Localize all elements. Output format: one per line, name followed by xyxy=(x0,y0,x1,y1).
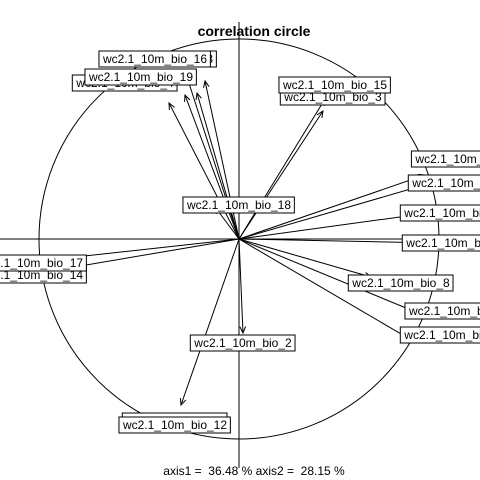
label-box xyxy=(399,326,480,344)
variable-label: wc2.1_10m_bio_12 xyxy=(118,416,231,434)
label-box xyxy=(401,234,480,252)
label-box xyxy=(278,76,391,94)
arrow-shaft xyxy=(238,238,414,342)
label-text: wc2.1_10m_bio_8 xyxy=(351,276,450,290)
variable-label: wc2.1_10m_bio_17 xyxy=(0,254,87,272)
label-text: wc2.1_10m_bio_12 xyxy=(122,418,227,432)
label-box xyxy=(118,416,231,434)
variable-label: wc2.1_10m_bio_16 xyxy=(98,50,211,68)
arrow-head xyxy=(168,101,175,111)
arrow-shaft xyxy=(180,238,240,406)
variable-arrow xyxy=(195,91,240,240)
variable-arrow xyxy=(179,238,240,407)
label-text: wc2.1_10m_bio_17 xyxy=(0,256,83,270)
label-text: wc2.1_10m_bio_5 xyxy=(403,328,480,342)
arrow-head xyxy=(203,79,210,88)
label-box xyxy=(84,68,197,86)
arrow-shaft xyxy=(238,212,430,240)
variable-label: wc2.1_10m_bio_18 xyxy=(182,196,295,214)
arrow-shaft xyxy=(238,174,426,240)
label-text: wc2.1_10m_bio_2 xyxy=(193,336,292,350)
label-box xyxy=(98,50,211,68)
variable-label: wc2.1_10m_bio_2 xyxy=(189,334,296,352)
arrow-shaft xyxy=(238,238,244,334)
variable-label: wc2.1_10m_bio_8 xyxy=(347,274,454,292)
arrow-shaft xyxy=(238,110,324,240)
chart-footer: axis1 = 36.48 % axis2 = 28.15 % xyxy=(163,464,345,478)
variable-label: wc2.1_10m_bio_10 xyxy=(404,302,480,320)
arrow-shaft xyxy=(238,182,432,240)
variable-arrow xyxy=(184,93,240,240)
arrow-head xyxy=(239,326,247,335)
arrow-shaft xyxy=(204,80,240,240)
arrow-shaft xyxy=(196,92,240,240)
arrow-shaft xyxy=(238,98,326,240)
arrow-head xyxy=(184,93,191,103)
arrow-shaft xyxy=(238,238,424,316)
label-box xyxy=(347,274,454,292)
label-box xyxy=(399,204,480,222)
variable-arrow xyxy=(185,75,240,240)
arrow-head xyxy=(195,91,202,101)
variable-label: wc2.1_10m_bio_15 xyxy=(278,76,391,94)
label-box xyxy=(189,334,296,352)
variable-labels: wc2.1_10m_bio_1 wc2.1_10m_bio_2 wc2.1_10m_… xyxy=(0,50,480,434)
label-text: wc2.1_10m_bio_9 xyxy=(403,206,480,220)
label-box xyxy=(182,196,295,214)
variable-arrow xyxy=(238,238,373,279)
label-text: wc2.1_10m_bio_15 xyxy=(282,78,387,92)
label-box xyxy=(0,254,87,272)
label-text: wc2.1_10m_bio_16 xyxy=(102,52,207,66)
chart-title: correlation circle xyxy=(198,23,311,39)
label-text: wc2.1_10m_bio_18 xyxy=(186,198,291,212)
variable-label: wc2.1_10m_bio_1 xyxy=(401,234,480,252)
label-text: wc2.1_10m_bio_10 xyxy=(408,304,480,318)
arrow-head xyxy=(316,109,324,118)
label-text: wc2.1_10m_bio_11 xyxy=(414,152,480,166)
label-box xyxy=(410,150,480,168)
arrow-shaft xyxy=(184,94,240,240)
variable-label: wc2.1_10m_bio_19 xyxy=(84,68,197,86)
arrow-shaft xyxy=(186,76,240,240)
variable-arrows xyxy=(37,75,439,407)
variable-arrow xyxy=(238,238,247,335)
label-text: wc2.1_10m_bio_6 xyxy=(411,176,480,190)
variable-arrow xyxy=(238,109,324,240)
variable-label: wc2.1_10m_bio_6 xyxy=(407,174,480,192)
arrow-shaft xyxy=(168,102,240,240)
variable-label: wc2.1_10m_bio_5 xyxy=(399,326,480,344)
label-box xyxy=(404,302,480,320)
variable-arrow xyxy=(168,101,240,240)
variable-label: wc2.1_10m_bio_11 xyxy=(410,150,480,168)
arrow-shaft xyxy=(238,238,372,278)
variable-label: wc2.1_10m_bio_9 xyxy=(399,204,480,222)
label-text: wc2.1_10m_bio_1 xyxy=(405,236,480,250)
label-text: wc2.1_10m_bio_19 xyxy=(88,70,193,84)
label-box xyxy=(407,174,480,192)
arrow-head xyxy=(179,397,187,407)
